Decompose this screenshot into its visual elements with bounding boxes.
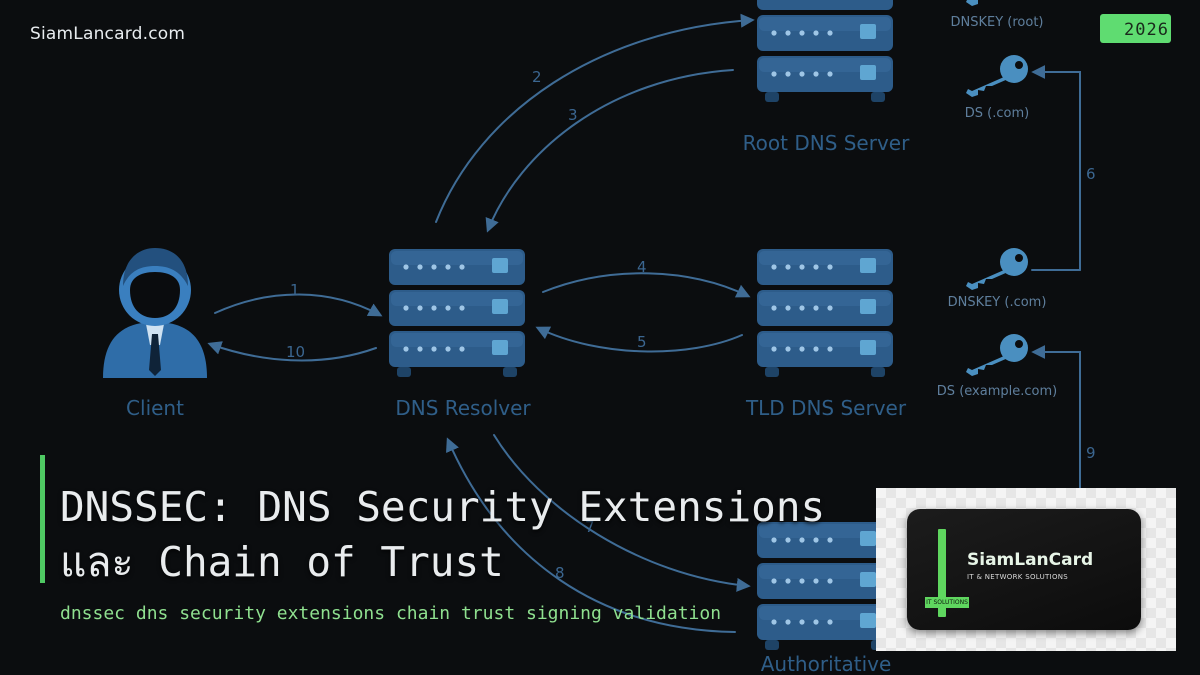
site-name: SiamLancard.com	[30, 24, 186, 44]
client-person-icon	[103, 248, 207, 378]
ds-com-label: DS (.com)	[965, 106, 1029, 121]
step-label-5: 5	[637, 333, 647, 351]
article-title: DNSSEC: DNS Security Extensions และ Chai…	[60, 480, 850, 590]
ds-example-key-icon	[966, 334, 1028, 376]
arrow-step-5	[535, 326, 743, 353]
arrow-step-2	[435, 13, 755, 223]
ds-example-label: DS (example.com)	[937, 384, 1057, 399]
ds-com-key-icon	[966, 55, 1028, 97]
logo-subtitle: IT & NETWORK SOLUTIONS	[967, 573, 1069, 581]
dns-resolver-icon	[389, 249, 525, 377]
step-label-1: 1	[290, 281, 300, 299]
step-label-7: 7	[585, 518, 595, 536]
arrow-step-10	[207, 341, 377, 362]
title-accent-bar	[40, 455, 45, 583]
arrow-step-6	[1031, 65, 1081, 271]
year-badge: 2026	[1100, 14, 1171, 43]
arrow-step-9	[1031, 345, 1081, 501]
logo-tag: IT SOLUTIONS	[925, 597, 969, 608]
step-label-10: 10	[286, 343, 305, 361]
step-label-6: 6	[1086, 165, 1096, 183]
step-label-8: 8	[555, 564, 565, 582]
dnskey-com-label: DNSKEY (.com)	[948, 295, 1047, 310]
step-label-4: 4	[637, 258, 647, 276]
arrow-step-4	[542, 272, 751, 298]
arrow-step-7	[493, 434, 751, 592]
client-label: Client	[126, 396, 184, 420]
authoritative-label: Authoritative	[761, 652, 892, 675]
article-tags: dnssec dns security extensions chain tru…	[60, 603, 722, 624]
step-label-9: 9	[1086, 444, 1096, 462]
tld-dns-server-icon	[757, 249, 893, 377]
arrow-step-3	[485, 69, 734, 233]
dnskey-com-key-icon	[966, 248, 1028, 290]
logo-name: SiamLanCard	[967, 550, 1094, 570]
brand-logo-card: IT SOLUTIONS SiamLanCard IT & NETWORK SO…	[876, 488, 1176, 651]
article-title-line-2: และ Chain of Trust	[60, 538, 504, 586]
dnskey-root-label: DNSKEY (root)	[950, 15, 1043, 30]
root-dns-server-label: Root DNS Server	[743, 131, 910, 155]
article-title-line-1: DNSSEC: DNS Security Extensions	[60, 483, 826, 531]
logo-bar-icon	[938, 529, 946, 617]
arrow-step-1	[214, 293, 383, 317]
arrow-step-8	[446, 437, 736, 633]
step-label-3: 3	[568, 106, 578, 124]
dnskey-root-key-icon	[966, 0, 1028, 6]
brand-logo: IT SOLUTIONS SiamLanCard IT & NETWORK SO…	[907, 509, 1141, 630]
root-dns-server-icon	[757, 0, 893, 102]
tld-dns-server-label: TLD DNS Server	[745, 396, 907, 420]
step-label-2: 2	[532, 68, 542, 86]
dns-resolver-label: DNS Resolver	[395, 396, 531, 420]
